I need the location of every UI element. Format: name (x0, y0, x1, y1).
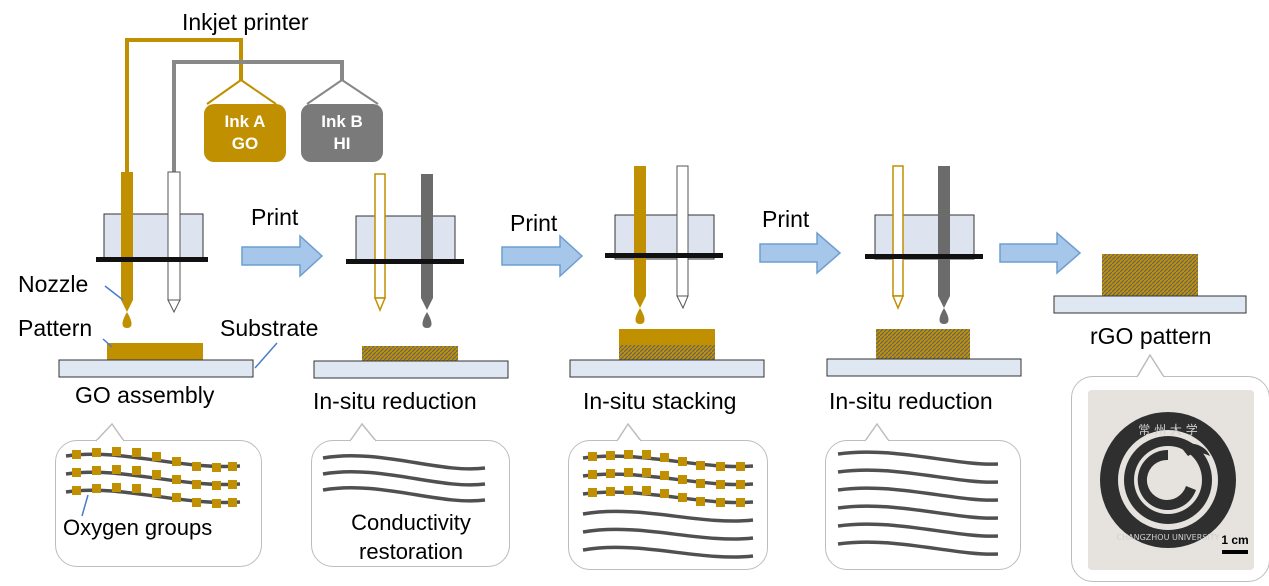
process-arrows (241, 231, 1082, 278)
arrow-label-2: Print (510, 210, 558, 236)
arrow-label-1: Print (251, 204, 299, 230)
pattern-label: Pattern (18, 315, 93, 341)
ink-a-container: Ink A GO (204, 104, 286, 162)
diagram-title: Inkjet printer (182, 9, 309, 35)
substrate-label: Substrate (220, 315, 319, 341)
oxygen-groups (72, 447, 237, 508)
scale-bar-label: 1 cm (1221, 533, 1248, 547)
reduced-sheets-2 (837, 450, 999, 556)
go-pattern (107, 343, 203, 360)
ink-tubes (125, 38, 379, 172)
stacked-oxygen-groups (588, 450, 745, 507)
printer-step-1 (58, 171, 278, 378)
caption-step-3: In-situ stacking (583, 388, 737, 414)
scale-bar (1222, 550, 1248, 554)
oxygen-pointer-line (81, 494, 89, 517)
printer-step-2 (313, 173, 509, 379)
rgo-photo: 常 州 大 学 CHANGZHOU UNIVERSITY 1 cm (1088, 390, 1254, 570)
ink-a-content: GO (231, 134, 259, 153)
caption-step-1: GO assembly (75, 382, 215, 408)
reduced-pattern-1 (362, 346, 458, 361)
nozzle-label: Nozzle (18, 271, 89, 297)
caption-step-4: In-situ reduction (829, 388, 993, 414)
rgo-pattern-final (1053, 254, 1247, 314)
arrow-label-3: Print (762, 206, 810, 232)
printed-seal-image: 常 州 大 学 CHANGZHOU UNIVERSITY 1 cm (1088, 390, 1254, 570)
go-droplet (122, 312, 132, 328)
reduced-sheets-1 (322, 453, 486, 503)
ink-b-content: HI (333, 134, 351, 153)
caption-step-5: rGO pattern (1090, 323, 1212, 349)
printer-step-4 (826, 165, 1022, 377)
ink-b-name: Ink B (321, 112, 363, 131)
seal-text-top: 常 州 大 学 (1138, 422, 1197, 437)
ink-b-container: Ink B HI (301, 104, 383, 162)
stacked-sheets (582, 454, 754, 559)
bubble-text-line-2: restoration (359, 539, 463, 564)
seal-text-bottom: CHANGZHOU UNIVERSITY (1117, 533, 1220, 542)
bubble-text-line-1: Conductivity (351, 510, 471, 535)
substrate-1 (58, 359, 254, 378)
bubble-pointers (95, 353, 1165, 442)
oxygen-groups-label: Oxygen groups (63, 515, 213, 540)
caption-step-2: In-situ reduction (313, 388, 477, 414)
ink-a-name: Ink A (224, 112, 266, 131)
printer-step-3 (569, 165, 765, 378)
